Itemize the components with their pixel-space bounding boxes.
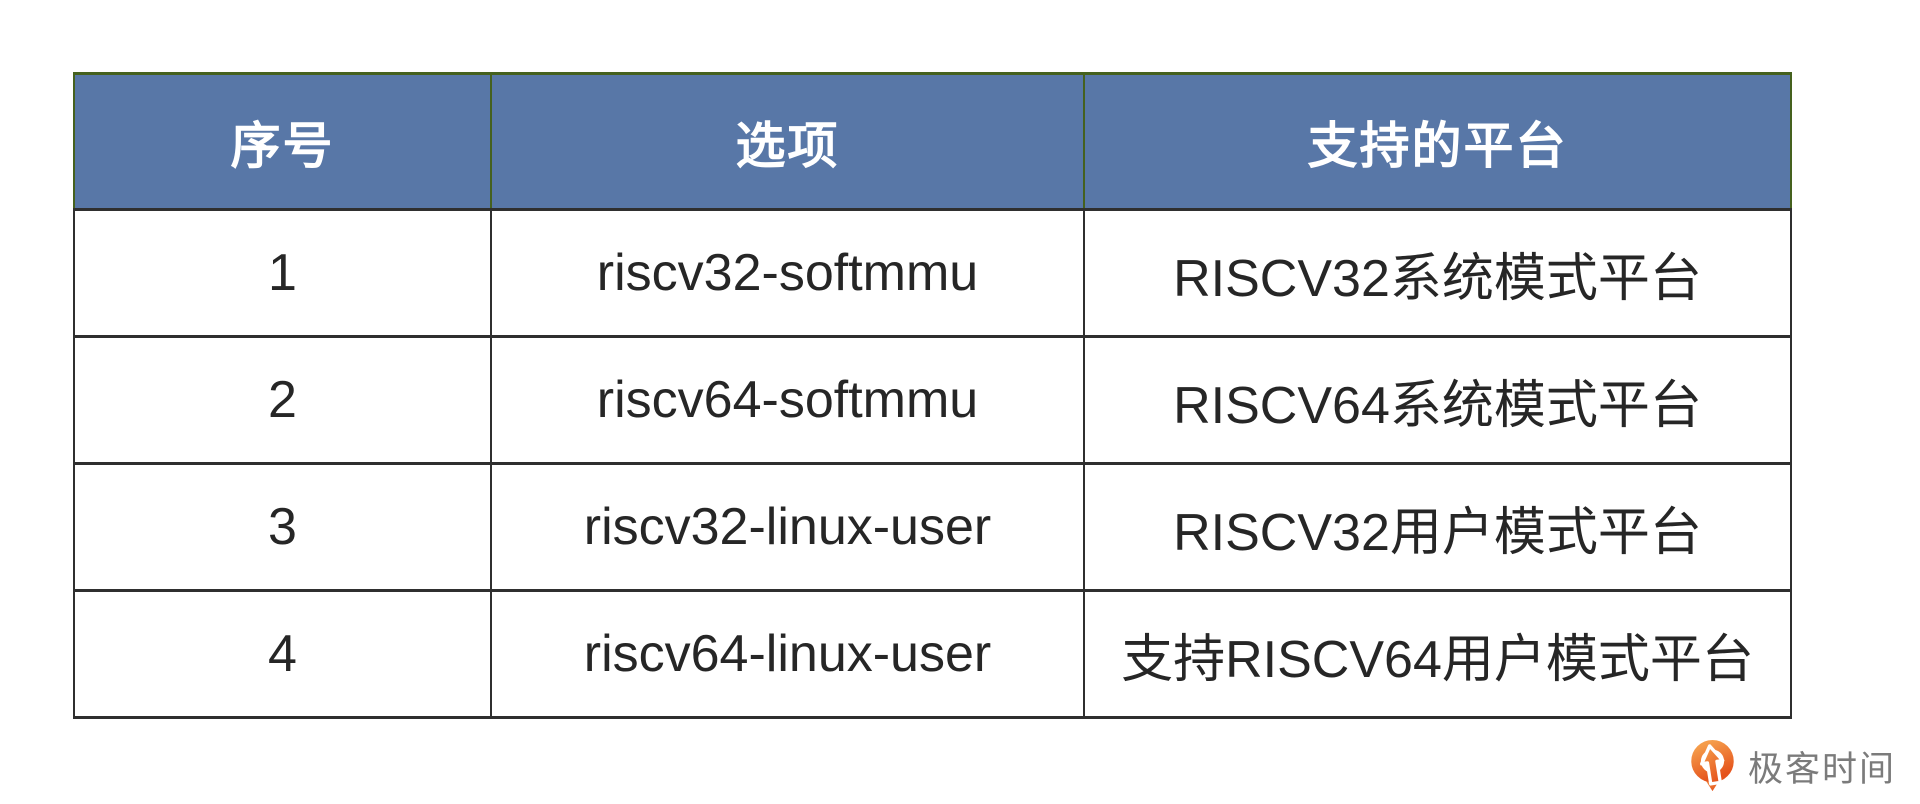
cell-platform: 支持RISCV64用户模式平台: [1083, 589, 1792, 719]
header-row: 序号 选项 支持的平台: [73, 72, 1792, 211]
cell-option: riscv64-softmmu: [490, 335, 1085, 465]
cell-option: riscv32-linux-user: [490, 462, 1085, 592]
cell-index: 4: [73, 589, 492, 719]
table-row: 4 riscv64-linux-user 支持RISCV64用户模式平台: [73, 589, 1792, 719]
table-row: 2 riscv64-softmmu RISCV64系统模式平台: [73, 335, 1792, 465]
cell-index: 3: [73, 462, 492, 592]
cell-platform: RISCV32用户模式平台: [1083, 462, 1792, 592]
geektime-logo-text: 极客时间: [1747, 749, 1896, 789]
cell-platform: RISCV32系统模式平台: [1083, 208, 1792, 338]
table-row: 1 riscv32-softmmu RISCV32系统模式平台: [73, 208, 1792, 338]
geektime-watermark: 极客时间: [1689, 737, 1896, 795]
header-cell-index: 序号: [73, 72, 492, 211]
cell-option: riscv64-linux-user: [490, 589, 1085, 719]
cell-index: 2: [73, 335, 492, 465]
cell-platform: RISCV64系统模式平台: [1083, 335, 1792, 465]
qemu-platform-table: 序号 选项 支持的平台 1 riscv32-softmmu RISCV32系统模…: [73, 72, 1792, 719]
header-cell-option: 选项: [490, 72, 1085, 211]
cell-index: 1: [73, 208, 492, 338]
geektime-pin-icon: [1691, 739, 1734, 792]
header-cell-platform: 支持的平台: [1083, 72, 1792, 211]
table-row: 3 riscv32-linux-user RISCV32用户模式平台: [73, 462, 1792, 592]
cell-option: riscv32-softmmu: [490, 208, 1085, 338]
